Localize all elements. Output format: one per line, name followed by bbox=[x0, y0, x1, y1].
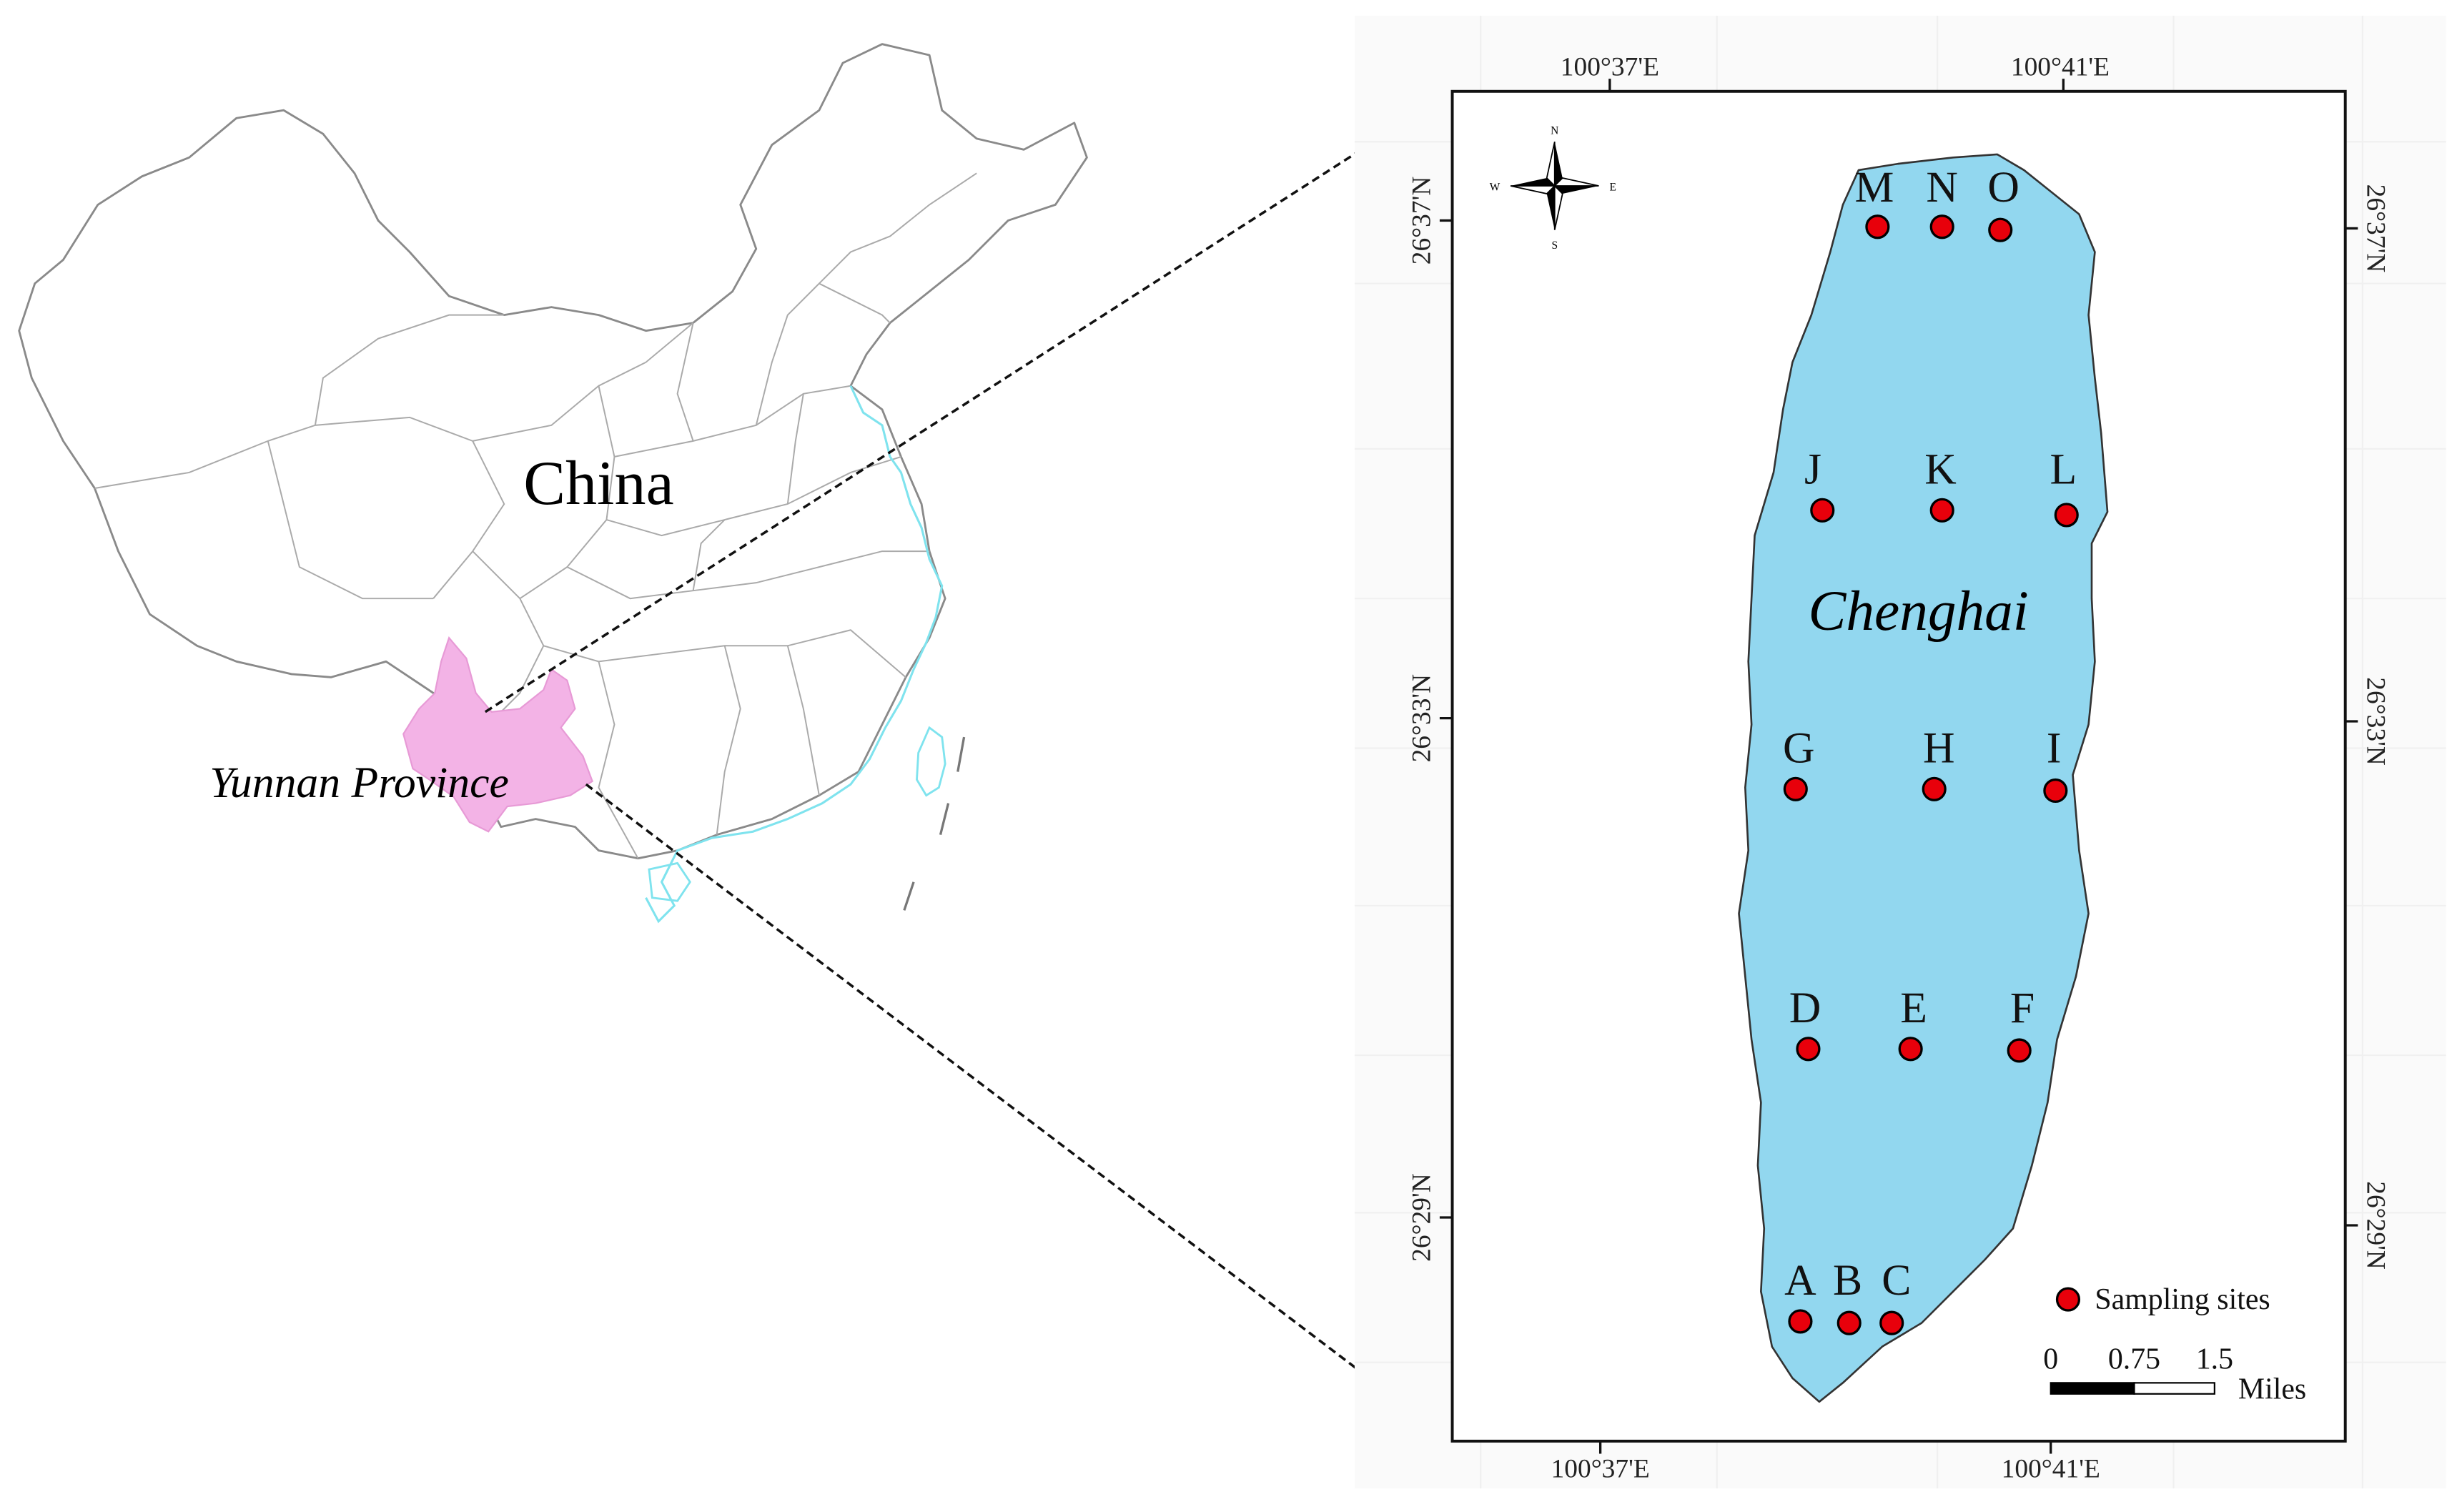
right-tick-label: 26°33'N bbox=[2361, 677, 2391, 766]
compass-s: S bbox=[1551, 239, 1558, 252]
site-marker bbox=[2054, 503, 2079, 528]
site-label: O bbox=[1987, 163, 2019, 212]
compass-w: W bbox=[1490, 182, 1501, 194]
compass-e: E bbox=[1610, 182, 1616, 194]
legend: Sampling sites 0 0.75 1.5 Miles bbox=[2043, 1283, 2306, 1406]
compass-n: N bbox=[1551, 124, 1558, 137]
detail-map: Chenghai 100°37'E 100°41'E 100°37'E 100°… bbox=[1354, 16, 2446, 1488]
site-marker bbox=[1898, 1037, 1923, 1062]
province-boundaries bbox=[94, 172, 977, 859]
site-marker bbox=[1879, 1310, 1904, 1335]
yunnan-province bbox=[402, 636, 593, 833]
sampling-site: H bbox=[1922, 723, 1955, 801]
site-label: N bbox=[1926, 163, 1958, 212]
site-label: C bbox=[1882, 1256, 1911, 1305]
site-label: J bbox=[1804, 445, 1821, 493]
site-marker bbox=[1796, 1037, 1821, 1062]
sampling-site: F bbox=[2007, 984, 2035, 1063]
sampling-site: K bbox=[1924, 445, 1957, 523]
site-marker bbox=[1988, 217, 2013, 242]
site-marker bbox=[1836, 1310, 1862, 1335]
sampling-site: B bbox=[1833, 1256, 1862, 1335]
sampling-site: J bbox=[1804, 445, 1835, 523]
sampling-site: G bbox=[1783, 723, 1815, 801]
connector-top bbox=[484, 90, 1453, 713]
scale-bar-black bbox=[2050, 1382, 2135, 1395]
site-marker bbox=[1929, 214, 1954, 239]
lake-label: Chenghai bbox=[1808, 580, 2028, 643]
site-marker bbox=[2043, 778, 2068, 804]
site-marker bbox=[1929, 498, 1954, 523]
sampling-site: N bbox=[1926, 163, 1958, 239]
coastline bbox=[645, 385, 944, 924]
site-label: I bbox=[2047, 723, 2062, 772]
chenghai-lake bbox=[1738, 153, 2109, 1403]
sampling-site: D bbox=[1789, 984, 1821, 1062]
sampling-site: O bbox=[1987, 163, 2019, 242]
site-marker bbox=[1788, 1309, 1813, 1334]
country-label: China bbox=[523, 448, 673, 518]
sampling-site: M bbox=[1855, 163, 1894, 239]
scale-tick-label: 0 bbox=[2043, 1343, 2058, 1376]
site-marker bbox=[2007, 1038, 2032, 1063]
scale-tick-label: 1.5 bbox=[2196, 1343, 2233, 1376]
site-label: L bbox=[2050, 445, 2077, 493]
scale-unit: Miles bbox=[2238, 1373, 2306, 1405]
site-label: F bbox=[2010, 984, 2035, 1032]
sampling-site: I bbox=[2043, 723, 2068, 804]
site-marker bbox=[1783, 776, 1808, 801]
site-marker bbox=[1810, 498, 1835, 523]
compass-rose-icon: N S E W bbox=[1490, 124, 1616, 252]
scale-bar-white bbox=[2133, 1382, 2215, 1395]
scale-tick-label: 0.75 bbox=[2108, 1343, 2160, 1376]
legend-marker bbox=[2055, 1287, 2081, 1312]
sampling-site: E bbox=[1898, 984, 1927, 1062]
site-label: M bbox=[1855, 163, 1894, 212]
site-label: A bbox=[1784, 1256, 1816, 1305]
bottom-tick-label: 100°41'E bbox=[2002, 1455, 2100, 1484]
site-label: D bbox=[1789, 984, 1821, 1032]
overview-map: China Yunnan Province bbox=[18, 43, 1088, 924]
top-tick-label: 100°41'E bbox=[2011, 53, 2110, 82]
site-marker bbox=[1865, 214, 1890, 239]
hainan-outline bbox=[648, 861, 691, 902]
top-tick-label: 100°37'E bbox=[1561, 53, 1659, 82]
connector-bottom bbox=[585, 783, 1453, 1443]
left-tick-label: 26°29'N bbox=[1408, 1173, 1437, 1262]
taiwan-outline bbox=[916, 726, 946, 797]
legend-label: Sampling sites bbox=[2095, 1283, 2270, 1316]
site-label: G bbox=[1783, 723, 1815, 772]
site-label: K bbox=[1924, 445, 1957, 493]
site-label: H bbox=[1923, 723, 1955, 772]
site-label: E bbox=[1900, 984, 1927, 1032]
province-label: Yunnan Province bbox=[209, 759, 509, 807]
left-tick-label: 26°37'N bbox=[1408, 177, 1437, 265]
left-tick-label: 26°33'N bbox=[1408, 674, 1437, 763]
sampling-site: C bbox=[1879, 1256, 1911, 1335]
bottom-tick-label: 100°37'E bbox=[1551, 1455, 1650, 1484]
right-tick-label: 26°29'N bbox=[2361, 1181, 2391, 1270]
sampling-site: L bbox=[2050, 445, 2079, 528]
tick-marks bbox=[1439, 79, 2358, 1454]
right-tick-label: 26°37'N bbox=[2361, 184, 2391, 273]
site-marker bbox=[1922, 776, 1947, 801]
sampling-site: A bbox=[1784, 1256, 1816, 1334]
site-label: B bbox=[1833, 1256, 1862, 1305]
